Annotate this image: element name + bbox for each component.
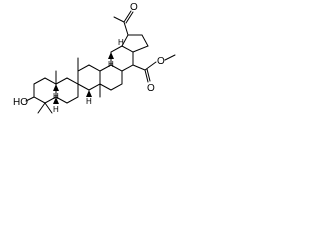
- ketone-oxygen-label: O: [130, 2, 138, 13]
- stereo-h-label: H: [53, 105, 59, 114]
- ester-carbonyl-oxygen-label: O: [147, 83, 155, 94]
- bond-lines: [25, 10, 176, 114]
- stereo-h-label: H: [118, 38, 124, 47]
- ester-ether-oxygen-label: O: [157, 56, 165, 67]
- stereo-h-label: H: [53, 92, 59, 101]
- stereo-h-label: H: [108, 60, 114, 69]
- hydroxyl-label: HO: [13, 97, 28, 108]
- stereo-h-label: H: [86, 97, 92, 106]
- stereo-bonds: [53, 52, 114, 104]
- structure-canvas: HO O O O H H H H H: [13, 2, 176, 114]
